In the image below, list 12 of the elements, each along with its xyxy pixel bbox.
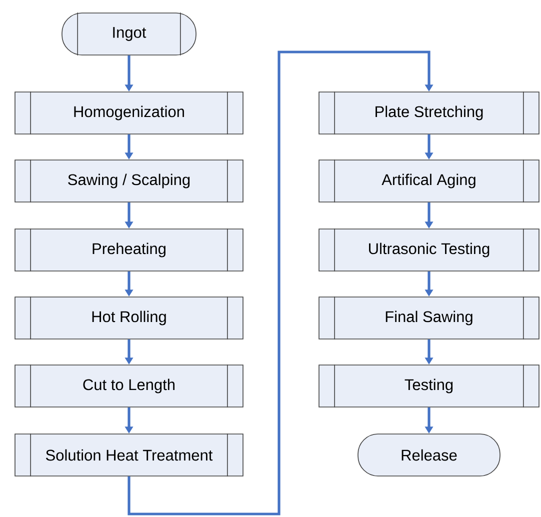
process-box: Hot Rolling	[14, 296, 244, 340]
process-box: Homogenization	[14, 91, 244, 135]
arrow	[128, 50, 434, 516]
process-box: Final Sawing	[318, 296, 540, 340]
process-box: Testing	[318, 364, 540, 408]
process-box: Plate Stretching	[318, 91, 540, 135]
process-box: Ultrasonic Testing	[318, 228, 540, 272]
process-box: Sawing / Scalping	[14, 159, 244, 203]
process-box: Solution Heat Treatment	[14, 433, 244, 477]
process-box: Cut to Length	[14, 364, 244, 408]
process-box: Artifical Aging	[318, 159, 540, 203]
process-box: Preheating	[14, 228, 244, 272]
